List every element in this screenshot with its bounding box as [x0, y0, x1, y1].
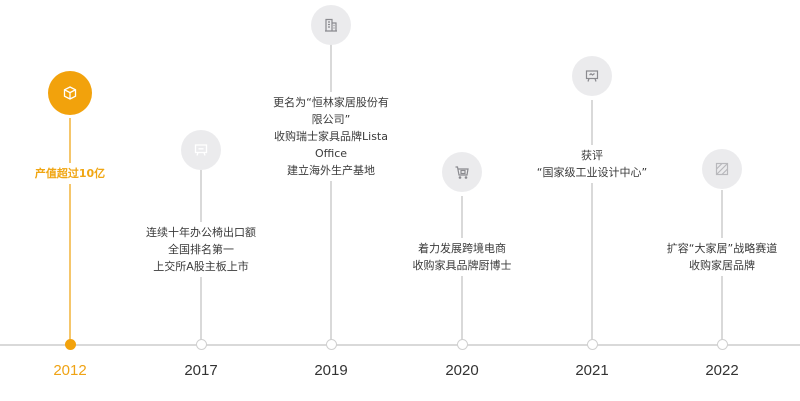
- milestone-description: 更名为“恒林家居股份有 限公司” 收购瑞士家具品牌Lista Office 建立…: [251, 92, 411, 181]
- striped-square-icon: [715, 162, 729, 176]
- timeline-dot[interactable]: [586, 339, 598, 350]
- milestone-icon-circle: [311, 5, 351, 45]
- shopping-cart-icon: [455, 166, 469, 179]
- year-label: 2022: [705, 362, 739, 379]
- milestone-description: 获评 “国家级工业设计中心”: [512, 145, 672, 183]
- year-label: 2021: [575, 362, 609, 379]
- presentation-board-icon: [194, 144, 208, 156]
- year-label: 2020: [445, 362, 479, 379]
- year-label: 2012: [53, 362, 87, 379]
- timeline-dot[interactable]: [325, 339, 337, 350]
- milestone-icon-circle: [572, 56, 612, 96]
- milestone-icon-circle: [702, 149, 742, 189]
- timeline-dot[interactable]: [195, 339, 207, 350]
- timeline-dot[interactable]: [456, 339, 468, 350]
- timeline-stem: [591, 100, 593, 344]
- presentation-board-icon: [585, 70, 599, 82]
- milestone-2021[interactable]: 获评 “国家级工业设计中心” 2021: [512, 0, 672, 401]
- milestone-icon-circle: [442, 152, 482, 192]
- timeline-dot[interactable]: [64, 339, 76, 350]
- building-icon: [325, 18, 337, 32]
- milestone-description: 扩容“大家居”战略赛道 收购家居品牌: [642, 238, 800, 276]
- milestone-2017[interactable]: 连续十年办公椅出口额 全国排名第一 上交所A股主板上市 2017: [121, 0, 281, 401]
- milestone-2019[interactable]: 更名为“恒林家居股份有 限公司” 收购瑞士家具品牌Lista Office 建立…: [251, 0, 411, 401]
- milestone-icon-circle: [48, 71, 92, 115]
- cube-icon: [63, 86, 77, 100]
- milestone-2012[interactable]: 产值超过10亿 2012: [0, 0, 150, 401]
- milestone-icon-circle: [181, 130, 221, 170]
- milestone-description: 连续十年办公椅出口额 全国排名第一 上交所A股主板上市: [121, 222, 281, 277]
- milestone-2022[interactable]: 扩容“大家居”战略赛道 收购家居品牌 2022: [642, 0, 800, 401]
- milestone-2020[interactable]: 着力发展跨境电商 收购家具品牌厨博士 2020: [382, 0, 542, 401]
- milestone-description: 着力发展跨境电商 收购家具品牌厨博士: [382, 238, 542, 276]
- timeline-dot[interactable]: [716, 339, 728, 350]
- timeline-axis: [0, 344, 800, 346]
- year-label: 2017: [184, 362, 218, 379]
- timeline-stem: [330, 44, 332, 344]
- milestone-description: 产值超过10亿: [0, 163, 150, 184]
- year-label: 2019: [314, 362, 348, 379]
- timeline-stem: [69, 118, 71, 344]
